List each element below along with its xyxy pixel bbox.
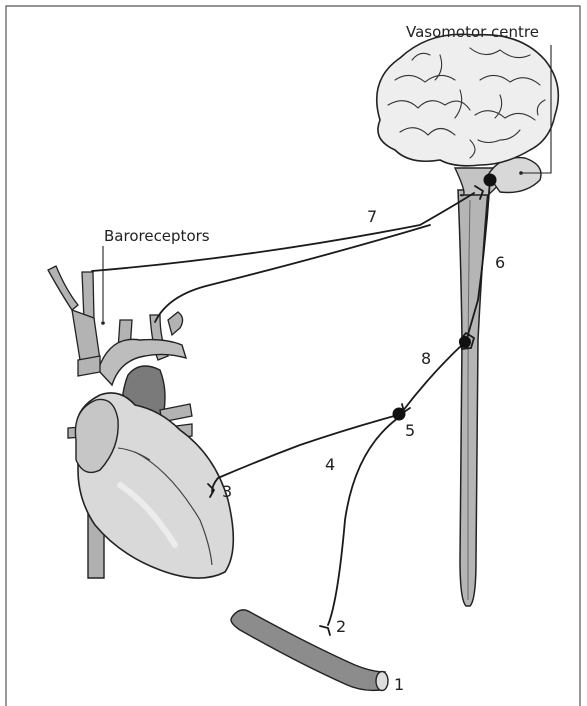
vasomotor-leader-dot xyxy=(519,171,523,175)
number-1: 1 xyxy=(394,675,404,694)
number-3: 3 xyxy=(222,482,232,501)
vasomotor-nucleus-dot xyxy=(484,174,497,187)
brain xyxy=(377,34,559,195)
number-2: 2 xyxy=(336,617,346,636)
number-4: 4 xyxy=(325,455,335,474)
heart xyxy=(48,266,233,578)
blood-vessel xyxy=(231,610,388,691)
cerebrum xyxy=(377,34,559,166)
spinal-neuron-dot xyxy=(459,336,471,348)
vessel-lumen xyxy=(376,672,388,691)
number-8: 8 xyxy=(421,349,431,368)
number-5: 5 xyxy=(405,421,415,440)
baroreceptor-leader-dot xyxy=(101,321,105,325)
label-vasomotor-centre: Vasomotor centre xyxy=(406,23,539,41)
number-7: 7 xyxy=(367,207,377,226)
number-6: 6 xyxy=(495,253,505,272)
ganglion-dot xyxy=(393,408,406,421)
label-baroreceptors: Baroreceptors xyxy=(104,227,210,245)
